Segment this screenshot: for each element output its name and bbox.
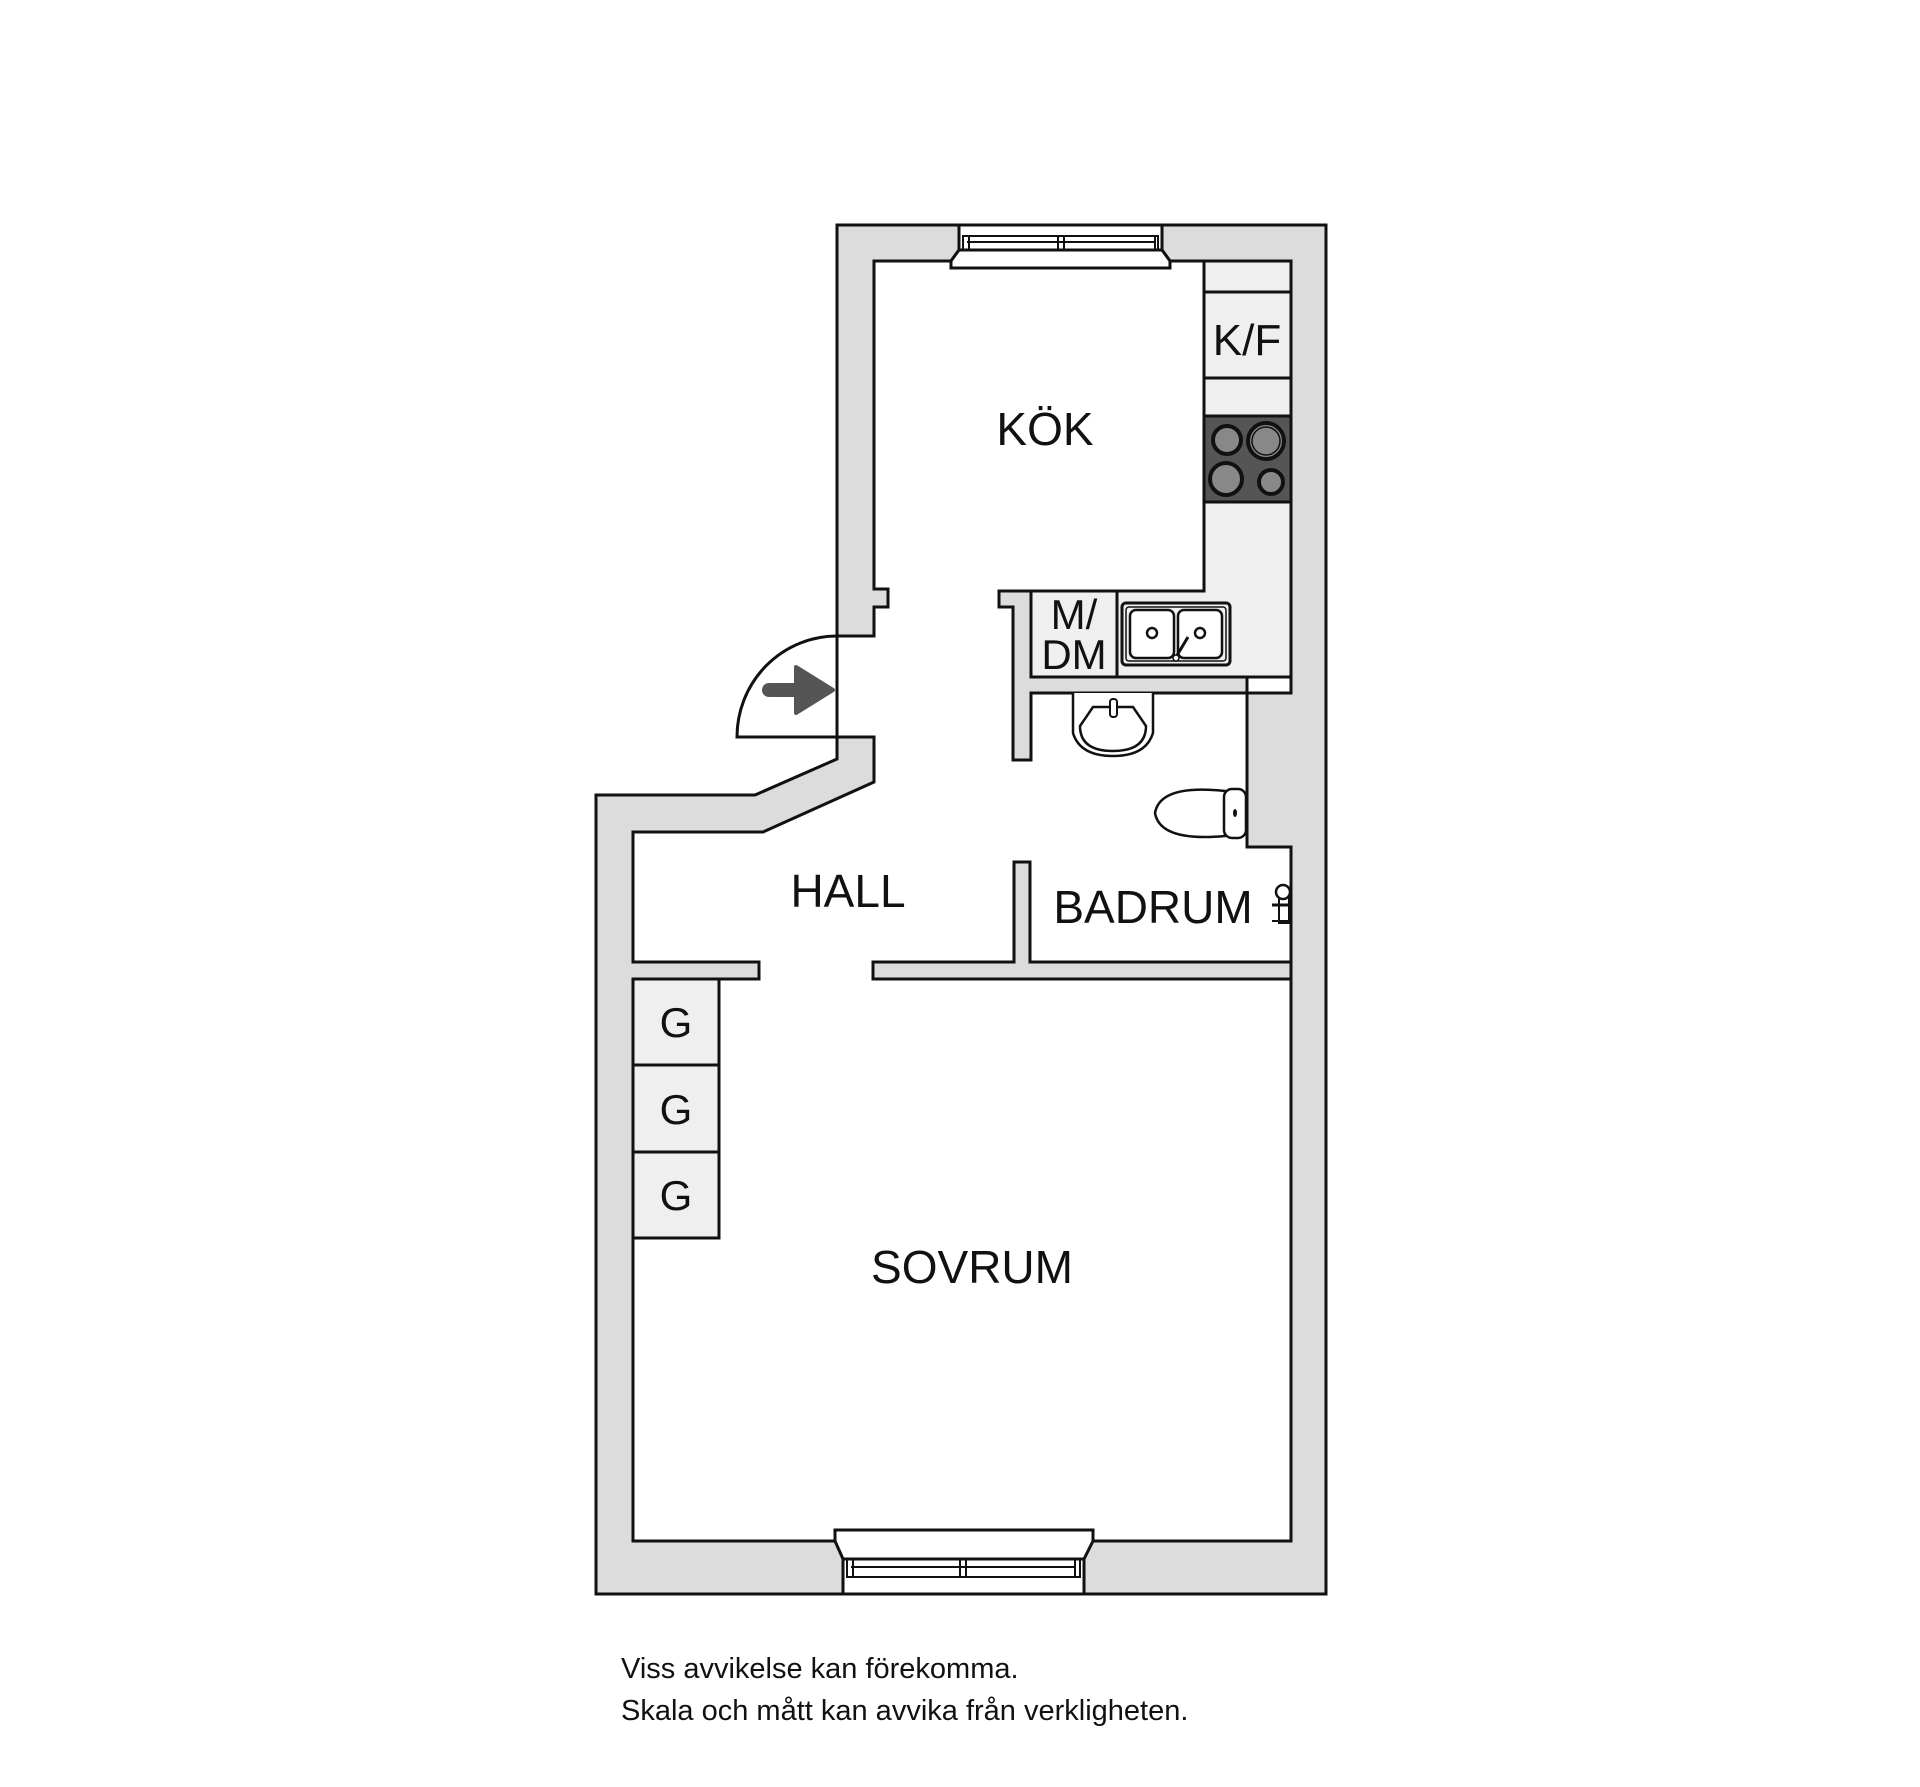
right-exterior-wall bbox=[1082, 223, 1328, 1596]
room-label-hall: HALL bbox=[790, 865, 905, 917]
disclaimer-line-2: Skala och mått kan avvika från verklighe… bbox=[621, 1695, 1189, 1727]
disclaimer: Viss avvikelse kan förekomma. Skala och … bbox=[621, 1648, 1188, 1732]
dishwasher-label-line1: M/ bbox=[1051, 591, 1098, 638]
room-label-kitchen: KÖK bbox=[996, 403, 1093, 455]
left-exterior-wall bbox=[594, 735, 876, 1596]
dishwasher-label-line2: DM bbox=[1041, 631, 1106, 678]
closet-label: G bbox=[660, 999, 693, 1046]
washbasin-icon bbox=[1071, 693, 1155, 758]
bathroom-partition-wall bbox=[997, 589, 1249, 762]
entrance-arrow-icon bbox=[762, 665, 835, 715]
closets bbox=[631, 977, 721, 1240]
fridge-freezer-label: K/F bbox=[1213, 316, 1281, 365]
bedroom-partition-wall bbox=[871, 860, 1293, 981]
kitchen-sink-icon bbox=[1120, 601, 1232, 667]
room-label-bedroom: SOVRUM bbox=[871, 1241, 1073, 1293]
bedroom-window bbox=[833, 1528, 1095, 1596]
closet-label: G bbox=[660, 1172, 693, 1219]
stove-icon bbox=[1202, 414, 1293, 504]
closet-label: G bbox=[660, 1086, 693, 1133]
toilet-icon bbox=[1153, 787, 1248, 840]
kitchen-window bbox=[949, 223, 1172, 270]
disclaimer-line-1: Viss avvikelse kan förekomma. bbox=[621, 1653, 1019, 1685]
faucet-icon bbox=[1272, 883, 1292, 924]
kitchen-left-wall bbox=[835, 223, 961, 638]
room-label-bathroom: BADRUM bbox=[1053, 881, 1252, 933]
